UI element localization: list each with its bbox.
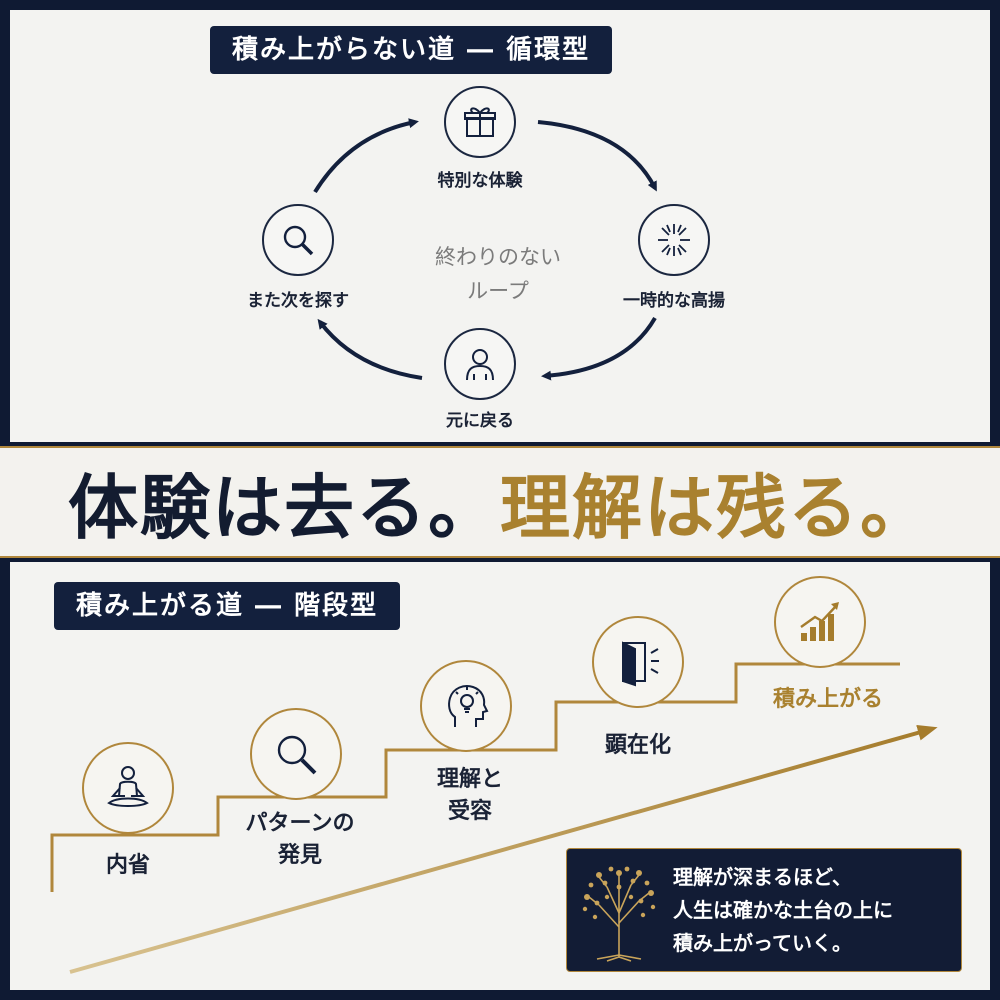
- step-label-introspection: 内省: [105, 853, 151, 878]
- callout-box: 理解が深まるほど、 人生は確かな土台の上に 積み上がっていく。: [566, 848, 962, 972]
- loop-node-temporary-high: [638, 204, 710, 276]
- step-label-pattern-discovery: パターンの 発見: [245, 811, 355, 868]
- step-node-pattern-discovery: [250, 708, 342, 800]
- search-icon: [283, 225, 314, 256]
- arrow-bottom-right: [541, 316, 657, 381]
- loop-arrows: [313, 118, 657, 381]
- headline-banner: 体験は去る。 理解は残る。: [0, 446, 1000, 558]
- loop-section-title: 積み上がらない道 ― 循環型: [210, 26, 613, 74]
- steps-section-title: 積み上がる道 ― 階段型: [54, 582, 401, 630]
- loop-panel: 積み上がらない道 ― 循環型 特別な体験 一時的な高: [10, 10, 990, 442]
- step-label-accumulate: 積み上がる: [772, 687, 884, 712]
- head-lightbulb-icon: [448, 685, 489, 727]
- loop-label-temporary-high: 一時的な高揚: [623, 291, 725, 311]
- loop-node-special-experience: [444, 86, 516, 158]
- sparkle-icon: [658, 224, 690, 256]
- step-label-understanding: 理解と 受容: [436, 767, 504, 824]
- arrow-bottom-left: [317, 318, 423, 380]
- arrow-top-left: [313, 118, 419, 194]
- step-node-understanding: [420, 660, 512, 752]
- callout-text: 理解が深まるほど、 人生は確かな土台の上に 積み上がっていく。: [673, 865, 893, 955]
- loop-center-text: 終わりのない ループ: [435, 240, 561, 308]
- loop-center-line-2: ループ: [467, 279, 529, 303]
- step-node-introspection: [82, 742, 174, 834]
- loop-label-search-again: また次を探す: [247, 291, 349, 311]
- step-label-manifestation: 顕在化: [604, 733, 672, 758]
- meditation-icon: [107, 766, 149, 807]
- loop-node-search-again: [262, 204, 334, 276]
- headline-part-2: 理解は残る。: [500, 465, 932, 549]
- person-icon: [466, 349, 494, 381]
- tree-icon: [582, 866, 656, 962]
- loop-label-special-experience: 特別な体験: [437, 171, 523, 191]
- step-node-manifestation: [592, 616, 684, 708]
- search-icon: [277, 735, 317, 775]
- loop-label-return: 元に戻る: [446, 411, 514, 431]
- arrow-top-right: [537, 120, 657, 192]
- loop-center-line-1: 終わりのない: [435, 245, 561, 269]
- stairs-panel: 積み上がる道 ― 階段型 内省 パター: [10, 562, 990, 990]
- step-node-accumulate: [774, 576, 866, 668]
- stair-line: [50, 662, 900, 892]
- stairs-graphic: [50, 662, 938, 974]
- growth-chart-icon: [800, 602, 839, 641]
- loop-node-return: [444, 328, 516, 400]
- headline-part-1: 体験は去る。: [68, 465, 500, 549]
- gift-icon: [464, 107, 496, 137]
- door-icon: [622, 641, 659, 687]
- growth-arrow: [69, 725, 938, 974]
